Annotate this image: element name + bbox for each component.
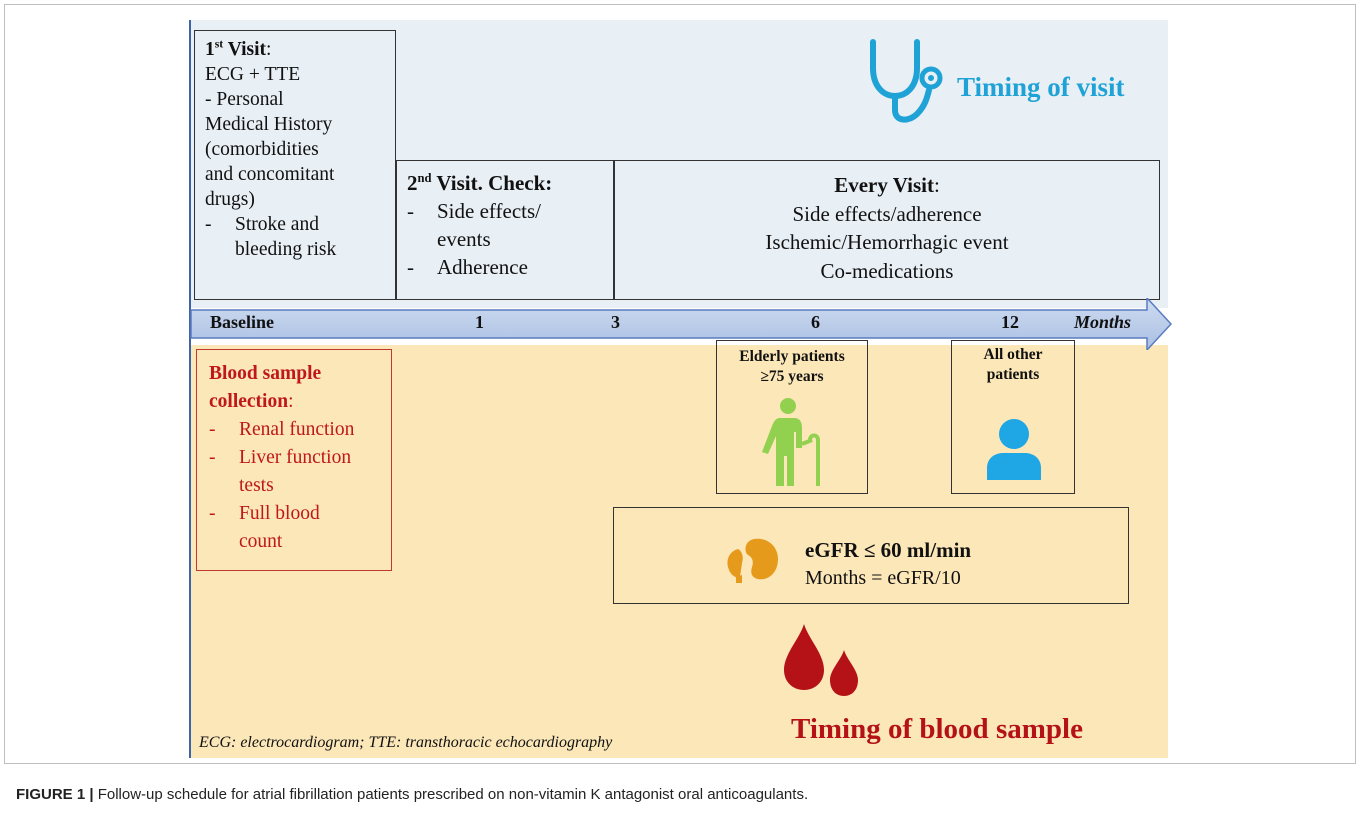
figure-frame <box>4 4 1356 764</box>
first-visit-line: Stroke and <box>235 214 319 235</box>
every-visit-line: Side effects/adherence <box>792 201 982 226</box>
second-visit-item-text: Side effects/ <box>437 199 541 223</box>
figure-caption: FIGURE 1 | Follow-up schedule for atrial… <box>16 786 808 803</box>
elderly-label: Elderly patients <box>739 348 845 365</box>
timeline-tick-12: 12 <box>1001 312 1019 332</box>
first-visit-title-colon: : <box>266 39 272 60</box>
timeline-tick-1: 1 <box>475 312 484 332</box>
blood-sample-item-cont: count <box>209 528 391 556</box>
blood-sample-title-line2: collection: <box>209 388 391 416</box>
person-icon <box>987 419 1041 480</box>
bullet-dash: - <box>407 255 414 279</box>
blood-sample-item-text: tests <box>239 475 274 496</box>
blood-sample-item-text: Liver function <box>239 447 352 468</box>
timeline-baseline-label: Baseline <box>210 312 275 332</box>
blood-sample-item: - Full blood <box>209 500 391 528</box>
first-visit-line: (comorbidities <box>205 139 319 160</box>
first-visit-title-sup: st <box>214 37 224 51</box>
bullet-dash: - <box>209 447 216 468</box>
bullet-dash: - <box>205 214 212 235</box>
blood-sample-item-text: count <box>239 531 283 552</box>
first-visit-item-bleeding: bleeding risk <box>205 237 395 262</box>
first-visit-line: Medical History <box>205 114 333 135</box>
egfr-title: eGFR ≤ 60 ml/min <box>805 538 972 562</box>
every-visit-line: Ischemic/Hemorrhagic event <box>765 230 1009 254</box>
figure-caption-text: Follow-up schedule for atrial fibrillati… <box>93 786 809 803</box>
kidney-icon <box>727 538 778 583</box>
first-visit-box: 1st Visit: ECG + TTE - Personal Medical … <box>194 30 396 300</box>
first-visit-title-number: 1 <box>205 39 215 60</box>
blood-sample-band <box>189 345 1168 758</box>
first-visit-line: - Personal <box>205 89 284 110</box>
visit-band <box>189 20 1168 308</box>
every-visit-title-text: Every Visit <box>834 173 934 197</box>
every-visit-title: Every Visit: <box>615 171 1159 200</box>
elderly-person-icon <box>762 398 820 486</box>
abbreviations-footnote: ECG: electrocardiogram; TTE: transthorac… <box>199 734 613 751</box>
second-visit-title-number: 2 <box>407 171 418 195</box>
blood-sample-title: collection <box>209 391 289 412</box>
first-visit-item-stroke: - Stroke and <box>205 212 395 237</box>
blood-sample-item-text: Full blood <box>239 503 320 524</box>
diagram-panel <box>189 20 1168 758</box>
second-visit-item-text: events <box>437 227 491 251</box>
blood-sample-item: - Liver function <box>209 444 391 472</box>
left-rule <box>189 20 191 758</box>
blood-sample-box: Blood sample collection: - Renal function… <box>196 349 392 571</box>
second-visit-item: -Side effects/ <box>407 197 613 225</box>
first-visit-line: ECG + TTE <box>205 64 301 85</box>
every-visit-title-colon: : <box>933 173 940 197</box>
stethoscope-icon <box>870 39 943 123</box>
second-visit-item-text: Adherence <box>437 255 528 279</box>
second-visit-item-cont: events <box>407 225 613 253</box>
first-visit-line: drugs) <box>205 189 255 210</box>
bullet-dash: - <box>407 199 414 223</box>
other-patients-label: All other <box>983 346 1043 363</box>
other-patients-label: patients <box>986 366 1040 383</box>
timeline-arrow <box>190 298 1173 350</box>
blood-sample-title-colon: : <box>288 391 294 412</box>
second-visit-title: 2nd Visit. Check: <box>407 169 613 197</box>
timeline-tick-6: 6 <box>811 312 820 332</box>
timeline-unit-label: Months <box>1074 312 1132 332</box>
second-visit-title-sup: nd <box>417 171 432 185</box>
every-visit-line: Co-medications <box>820 258 954 283</box>
figure-caption-label: FIGURE 1 | <box>16 786 94 803</box>
second-visit-title-text: Visit. Check: <box>431 171 553 195</box>
first-visit-line: bleeding risk <box>235 239 337 260</box>
first-visit-line: and concomitant <box>205 164 335 185</box>
timeline-tick-3: 3 <box>611 312 620 332</box>
blood-sample-title: Blood sample <box>209 363 322 384</box>
blood-sample-item: - Renal function <box>209 416 391 444</box>
blood-sample-item-cont: tests <box>209 472 391 500</box>
elderly-patients-box: Elderly patients ≥75 years <box>716 340 868 494</box>
bullet-dash: - <box>209 419 216 440</box>
egfr-box <box>613 507 1129 604</box>
second-visit-box: 2nd Visit. Check: -Side effects/ events … <box>396 160 614 300</box>
first-visit-title-text: Visit <box>223 39 267 60</box>
second-visit-item: -Adherence <box>407 253 613 281</box>
other-patients-box: All other patients <box>951 340 1075 494</box>
egfr-formula: Months = eGFR/10 <box>805 567 961 589</box>
blood-drop-icon <box>784 624 858 696</box>
first-visit-title: 1st Visit: <box>205 37 395 62</box>
timing-of-blood-sample-label: Timing of blood sample <box>791 713 1083 745</box>
elderly-age-label: ≥75 years <box>760 368 824 385</box>
timing-of-visit-label: Timing of visit <box>957 72 1125 102</box>
blood-sample-item-text: Renal function <box>239 419 355 440</box>
bullet-dash: - <box>209 503 216 524</box>
every-visit-box: Every Visit: Side effects/adherence Isch… <box>614 160 1160 300</box>
